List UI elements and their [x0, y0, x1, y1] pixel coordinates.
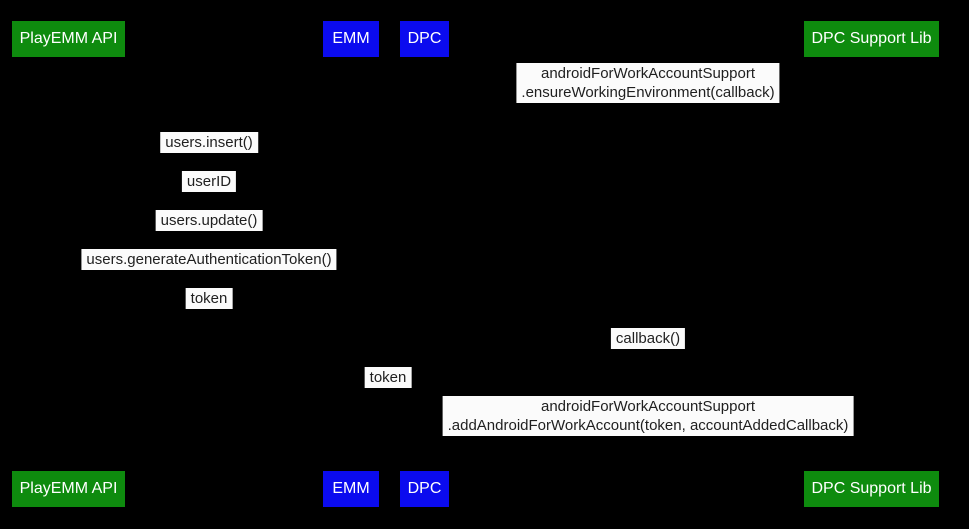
participant-playemm-api-bottom: PlayEMM API: [12, 471, 125, 507]
message-line-1: androidForWorkAccountSupport: [540, 65, 755, 82]
participant-dpc-support-lib-bottom: DPC Support Lib: [804, 471, 939, 507]
message-line-1: androidForWorkAccountSupport: [541, 398, 755, 415]
message-line-2: .ensureWorkingEnvironment(callback): [521, 84, 775, 101]
message-callback: callback(): [610, 328, 686, 349]
message-userid: userID: [181, 171, 237, 192]
participant-playemm-api-top: PlayEMM API: [12, 21, 125, 57]
message-add-android-for-work-account: androidForWorkAccountSupport .addAndroid…: [442, 396, 854, 436]
participant-emm-top: EMM: [323, 21, 379, 57]
participant-emm-bottom: EMM: [323, 471, 379, 507]
message-users-insert: users.insert(): [160, 132, 258, 153]
participant-dpc-support-lib-top: DPC Support Lib: [804, 21, 939, 57]
message-ensure-working-environment: androidForWorkAccountSupport .ensureWork…: [516, 63, 780, 103]
participant-dpc-bottom: DPC: [400, 471, 449, 507]
message-token-to-emm: token: [185, 288, 233, 309]
message-line-2: .addAndroidForWorkAccount(token, account…: [447, 417, 849, 434]
message-token-to-dpc: token: [364, 367, 412, 388]
message-users-update: users.update(): [155, 210, 263, 231]
message-generate-authentication-token: users.generateAuthenticationToken(): [81, 249, 337, 270]
participant-dpc-top: DPC: [400, 21, 449, 57]
